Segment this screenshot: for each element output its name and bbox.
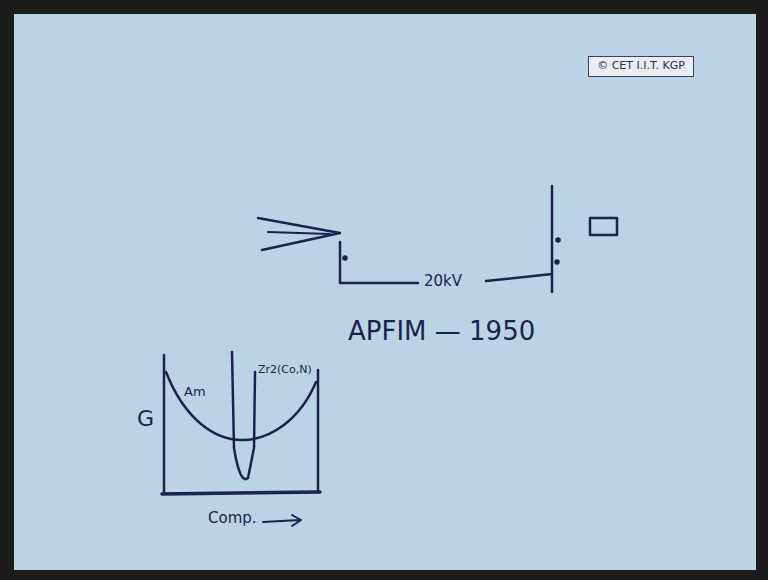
detector-box xyxy=(590,218,617,235)
specimen-tip xyxy=(268,232,330,234)
phase-label: Zr2(Co,N) xyxy=(258,364,312,375)
dot xyxy=(557,239,560,242)
screen-plate xyxy=(551,274,554,292)
dot xyxy=(344,257,347,260)
paper-sheet xyxy=(14,14,756,570)
instrument-label: APFIM — 1950 xyxy=(348,318,535,344)
composition-arrow xyxy=(263,515,301,526)
logo-box: © CET I.I.T. KGP xyxy=(588,56,694,77)
axis xyxy=(317,370,320,492)
axis xyxy=(163,355,166,494)
logo-text: © CET I.I.T. KGP xyxy=(595,60,687,73)
specimen-tip xyxy=(258,218,340,250)
wire xyxy=(486,186,552,281)
phase-label: Am xyxy=(184,385,206,398)
dot xyxy=(556,261,559,264)
voltage-label: 20kV xyxy=(422,274,464,289)
free-energy-curve xyxy=(232,352,255,479)
wire xyxy=(340,242,418,283)
axis-label: G xyxy=(137,408,154,430)
axis-label: Comp. xyxy=(208,511,257,526)
axis xyxy=(162,492,320,494)
free-energy-curve xyxy=(166,372,316,440)
